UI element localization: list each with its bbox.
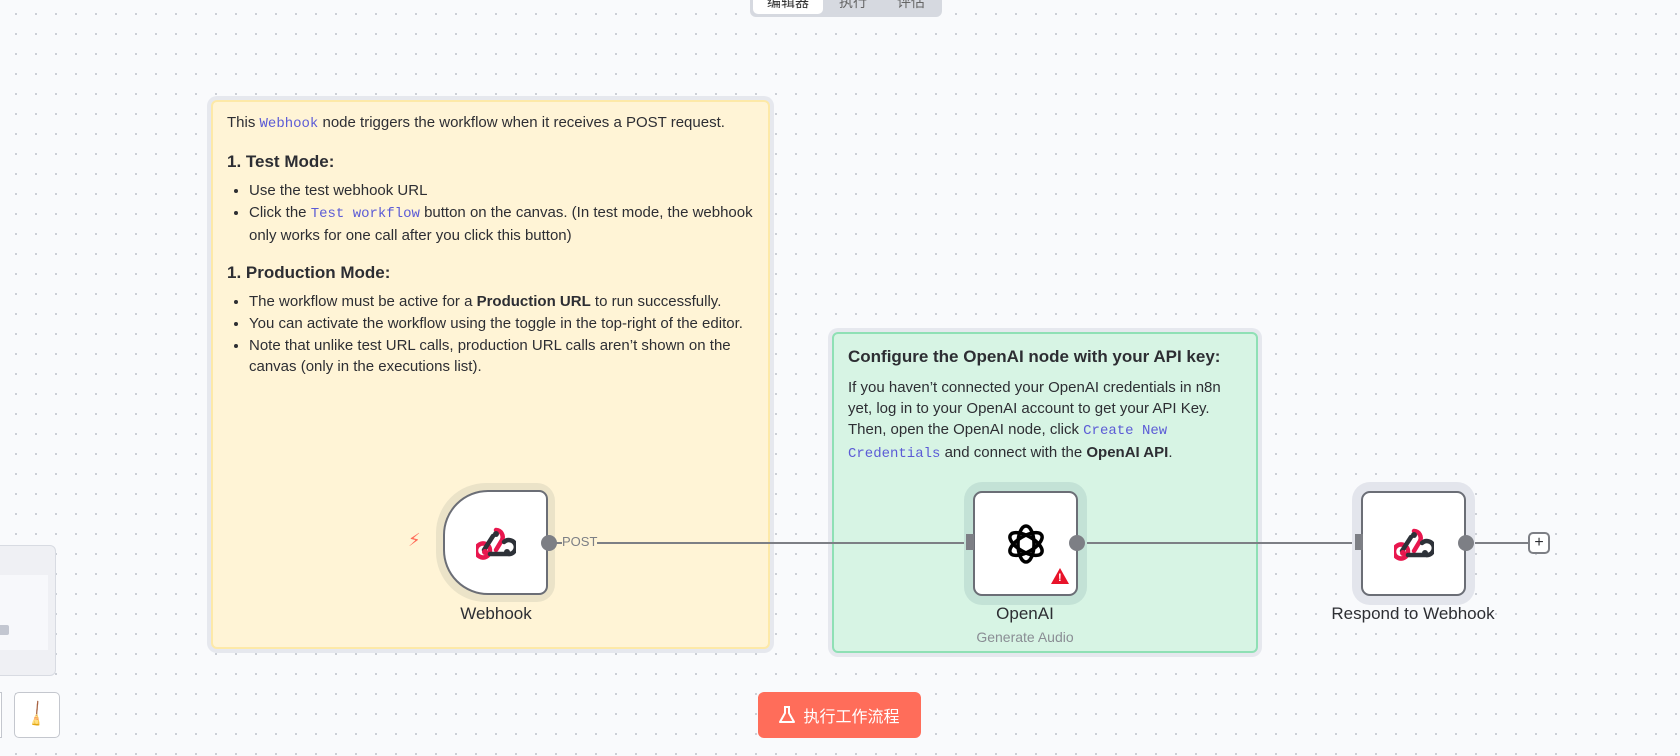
webhook-icon <box>1393 528 1434 561</box>
connection-respond-add <box>1474 542 1528 544</box>
webhook-icon <box>475 527 516 560</box>
flask-icon <box>779 706 796 723</box>
node-label-webhook: Webhook <box>460 604 532 623</box>
clear-execution-button[interactable]: 🧹 <box>14 692 60 738</box>
test-list: Use the test webhook URL Click the Test … <box>227 180 754 246</box>
connection-openai-respond[interactable] <box>1085 542 1355 544</box>
execute-workflow-button[interactable]: 执行工作流程 <box>758 692 921 738</box>
node-subtitle-openai: Generate Audio <box>976 629 1074 645</box>
connection-webhook-openai[interactable] <box>556 542 966 544</box>
tab-executions[interactable]: 执行 <box>839 0 867 10</box>
node-respond-to-webhook[interactable] <box>1361 491 1466 596</box>
node-webhook[interactable] <box>443 490 548 595</box>
trigger-lightning-icon: ⚡ <box>408 530 421 550</box>
output-handle[interactable] <box>1458 535 1474 551</box>
side-panel <box>0 545 56 676</box>
sticky-intro: This Webhook node triggers the workflow … <box>227 114 725 132</box>
zoom-button[interactable] <box>0 692 2 738</box>
openai-icon <box>1007 523 1044 564</box>
output-handle[interactable] <box>541 535 557 551</box>
node-label-respond: Respond to Webhook <box>1331 604 1495 623</box>
sticky-heading-production: 1. Production Mode: <box>227 263 391 282</box>
sticky-body: If you haven’t connected your OpenAI cre… <box>848 379 1221 462</box>
output-label: POST <box>562 534 598 549</box>
tab-editor[interactable]: 编辑器 <box>753 0 823 14</box>
sticky-title: Configure the OpenAI node with your API … <box>848 347 1221 366</box>
input-handle[interactable] <box>966 534 974 550</box>
sticky-heading-test: 1. Test Mode: <box>227 152 335 171</box>
warning-icon[interactable] <box>1051 568 1069 584</box>
output-handle[interactable] <box>1069 535 1085 551</box>
tab-evaluations[interactable]: 评估 <box>897 0 925 10</box>
input-handle[interactable] <box>1355 534 1363 550</box>
node-label-openai: OpenAI <box>996 604 1054 623</box>
broom-icon: 🧹 <box>21 699 52 730</box>
execute-label: 执行工作流程 <box>803 709 900 726</box>
view-tabs: 编辑器 执行 评估 <box>750 0 942 17</box>
add-node-plus-icon[interactable]: + <box>1528 532 1550 554</box>
warning-mark: ! <box>1058 572 1062 584</box>
production-list: The workflow must be active for a Produc… <box>227 291 754 377</box>
